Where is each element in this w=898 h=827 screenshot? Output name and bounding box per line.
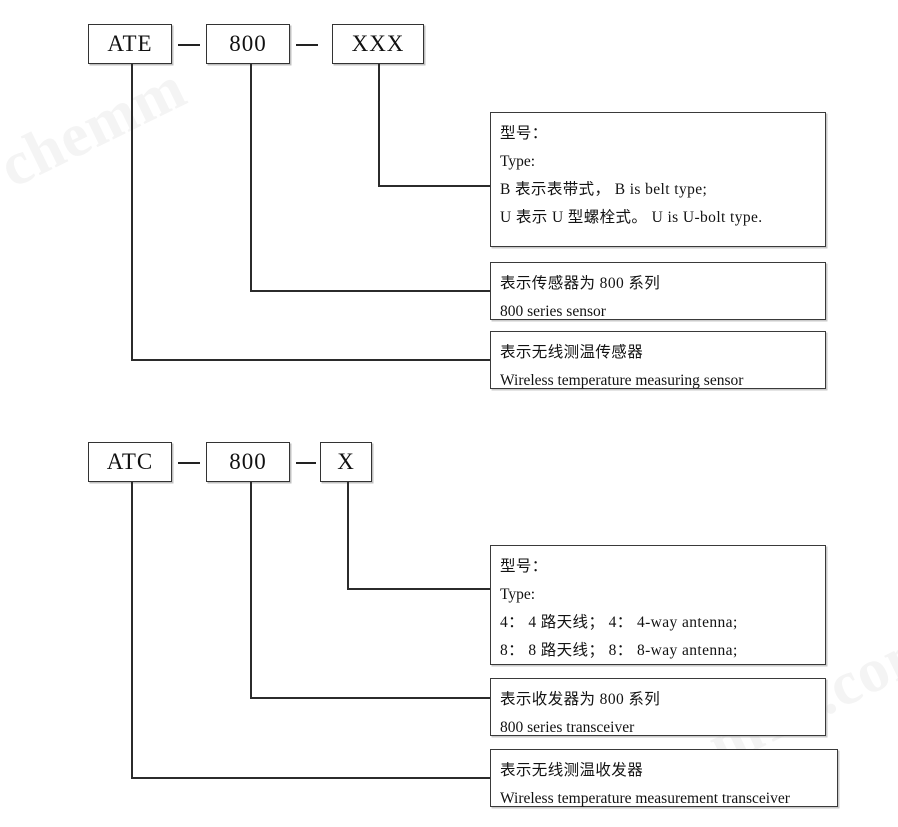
sensor-series-label: 800 — [229, 31, 267, 56]
transceiver-separator-2 — [296, 462, 316, 464]
sensor-prefix-callout-line-1: 表示无线测温传感器 — [500, 344, 644, 361]
sensor-series-callout-line-2: 800 series sensor — [500, 303, 606, 320]
sensor-separator-1 — [178, 44, 200, 46]
sensor-type-box: XXX — [332, 24, 424, 64]
transceiver-series-label: 800 — [229, 449, 267, 474]
sensor-type-callout-line-4: U 表示 U 型螺栓式。 U is U-bolt type. — [500, 209, 763, 226]
transceiver-type-callout-line-4: 8： 8 路天线； 8： 8-way antenna; — [500, 642, 738, 659]
sensor-series-leader-horizontal — [250, 290, 490, 292]
transceiver-series-callout: 表示收发器为 800 系列 800 series transceiver — [490, 678, 826, 736]
transceiver-series-callout-line-2: 800 series transceiver — [500, 719, 635, 736]
sensor-prefix-callout: 表示无线测温传感器 Wireless temperature measuring… — [490, 331, 826, 389]
transceiver-type-label: X — [337, 449, 355, 474]
sensor-prefix-label: ATE — [107, 31, 153, 56]
transceiver-prefix-callout: 表示无线测温收发器 Wireless temperature measureme… — [490, 749, 838, 807]
transceiver-type-box: X — [320, 442, 372, 482]
sensor-series-callout: 表示传感器为 800 系列 800 series sensor — [490, 262, 826, 320]
sensor-series-box: 800 — [206, 24, 290, 64]
transceiver-series-box: 800 — [206, 442, 290, 482]
sensor-type-callout: 型号： Type: B 表示表带式， B is belt type; U 表示 … — [490, 112, 826, 247]
sensor-series-callout-line-1: 表示传感器为 800 系列 — [500, 275, 661, 292]
transceiver-prefix-callout-line-2: Wireless temperature measurement transce… — [500, 790, 790, 807]
transceiver-series-callout-line-1: 表示收发器为 800 系列 — [500, 691, 661, 708]
transceiver-type-callout-line-2: Type: — [500, 586, 536, 603]
transceiver-type-leader-horizontal — [347, 588, 490, 590]
transceiver-prefix-leader-horizontal — [131, 777, 490, 779]
sensor-series-leader-vertical — [250, 64, 252, 290]
sensor-prefix-box: ATE — [88, 24, 172, 64]
transceiver-prefix-leader-vertical — [131, 482, 133, 777]
transceiver-series-leader-vertical — [250, 482, 252, 697]
transceiver-series-leader-horizontal — [250, 697, 490, 699]
sensor-prefix-leader-horizontal — [131, 359, 490, 361]
sensor-prefix-callout-line-2: Wireless temperature measuring sensor — [500, 372, 744, 389]
sensor-type-label: XXX — [351, 31, 405, 56]
sensor-type-callout-line-3: B 表示表带式， B is belt type; — [500, 181, 708, 198]
transceiver-separator-1 — [178, 462, 200, 464]
sensor-type-leader-vertical — [378, 64, 380, 185]
sensor-type-leader-horizontal — [378, 185, 490, 187]
transceiver-type-callout: 型号： Type: 4： 4 路天线； 4： 4-way antenna; 8：… — [490, 545, 826, 665]
sensor-prefix-leader-vertical — [131, 64, 133, 359]
sensor-separator-2 — [296, 44, 318, 46]
transceiver-type-callout-line-1: 型号： — [500, 558, 548, 575]
transceiver-type-callout-line-3: 4： 4 路天线； 4： 4-way antenna; — [500, 614, 738, 631]
sensor-type-callout-line-2: Type: — [500, 153, 536, 170]
transceiver-prefix-label: ATC — [106, 449, 154, 474]
sensor-type-callout-line-1: 型号： — [500, 125, 548, 142]
transceiver-type-leader-vertical — [347, 482, 349, 588]
watermark-left: chemm — [0, 53, 197, 201]
transceiver-prefix-callout-line-1: 表示无线测温收发器 — [500, 762, 644, 779]
transceiver-prefix-box: ATC — [88, 442, 172, 482]
